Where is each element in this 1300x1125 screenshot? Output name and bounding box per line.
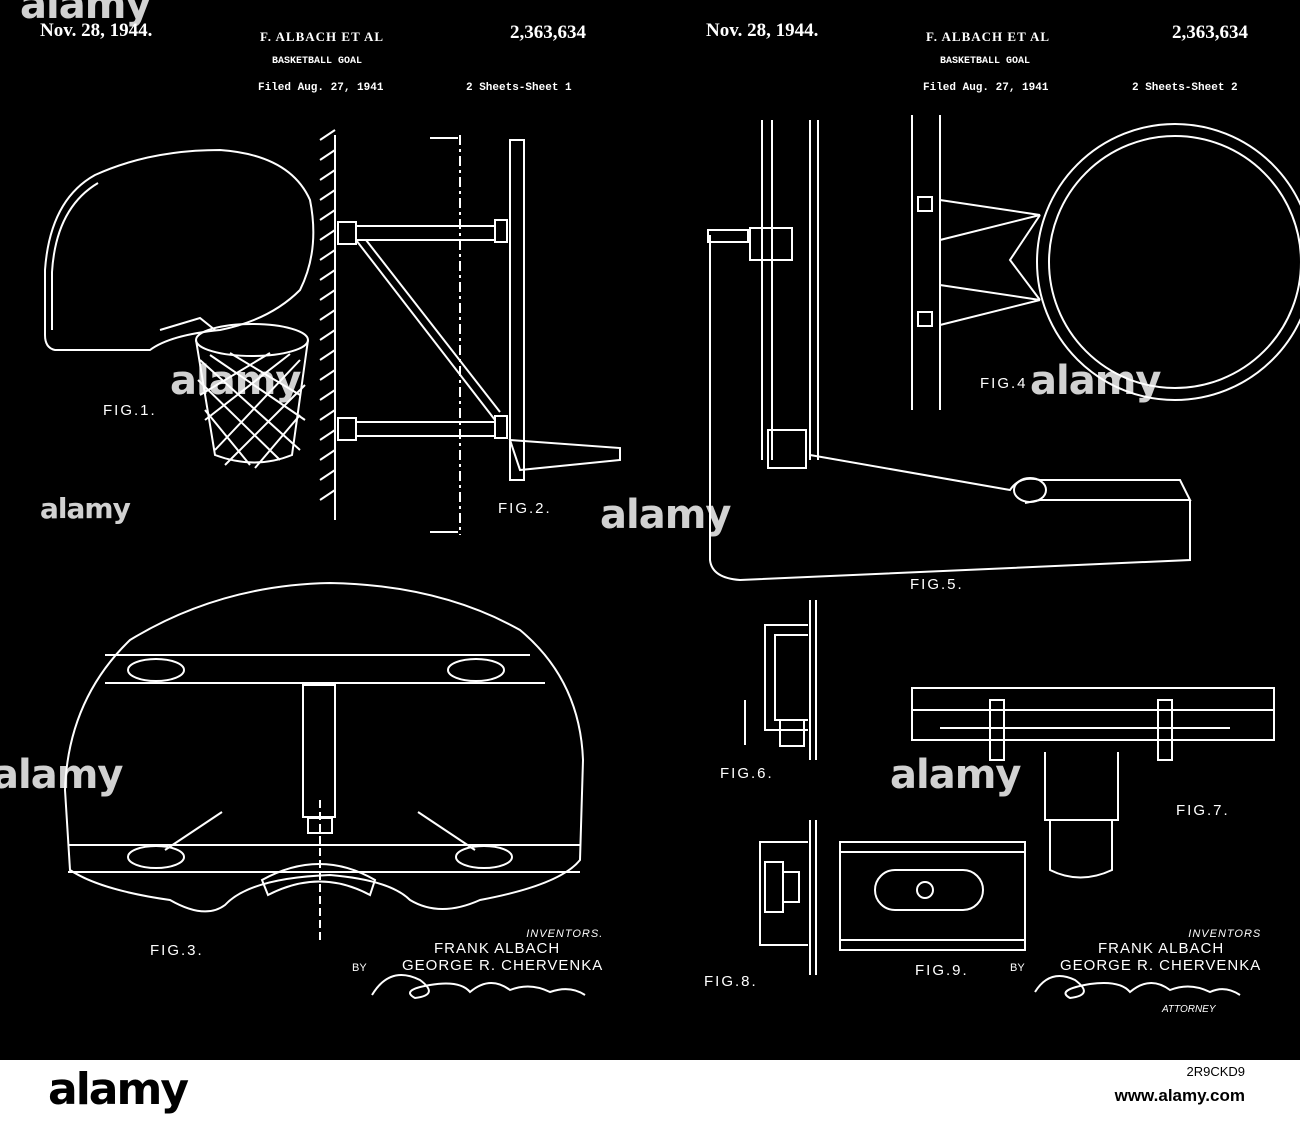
watermark: alamy (890, 752, 1020, 798)
signature-1 (0, 0, 650, 1060)
watermark: alamy (20, 0, 150, 28)
attorney-label: ATTORNEY (1162, 1004, 1216, 1015)
alamy-logo: alamy (48, 1064, 187, 1115)
watermark: alamy (40, 492, 130, 525)
watermark: alamy (600, 492, 730, 538)
signature-2 (650, 0, 1300, 1060)
watermark: alamy (1030, 358, 1160, 404)
patent-sheet-1: Nov. 28, 1944. F. ALBACH ET AL 2,363,634… (0, 0, 650, 1060)
watermark: alamy (170, 358, 300, 404)
site-url[interactable]: www.alamy.com (1115, 1086, 1245, 1106)
watermark: alamy (0, 752, 122, 798)
patent-sheet-2: Nov. 28, 1944. F. ALBACH ET AL 2,363,634… (650, 0, 1300, 1060)
image-code: 2R9CKD9 (1186, 1064, 1245, 1079)
stock-footer: alamy 2R9CKD9 www.alamy.com (0, 1060, 1300, 1125)
